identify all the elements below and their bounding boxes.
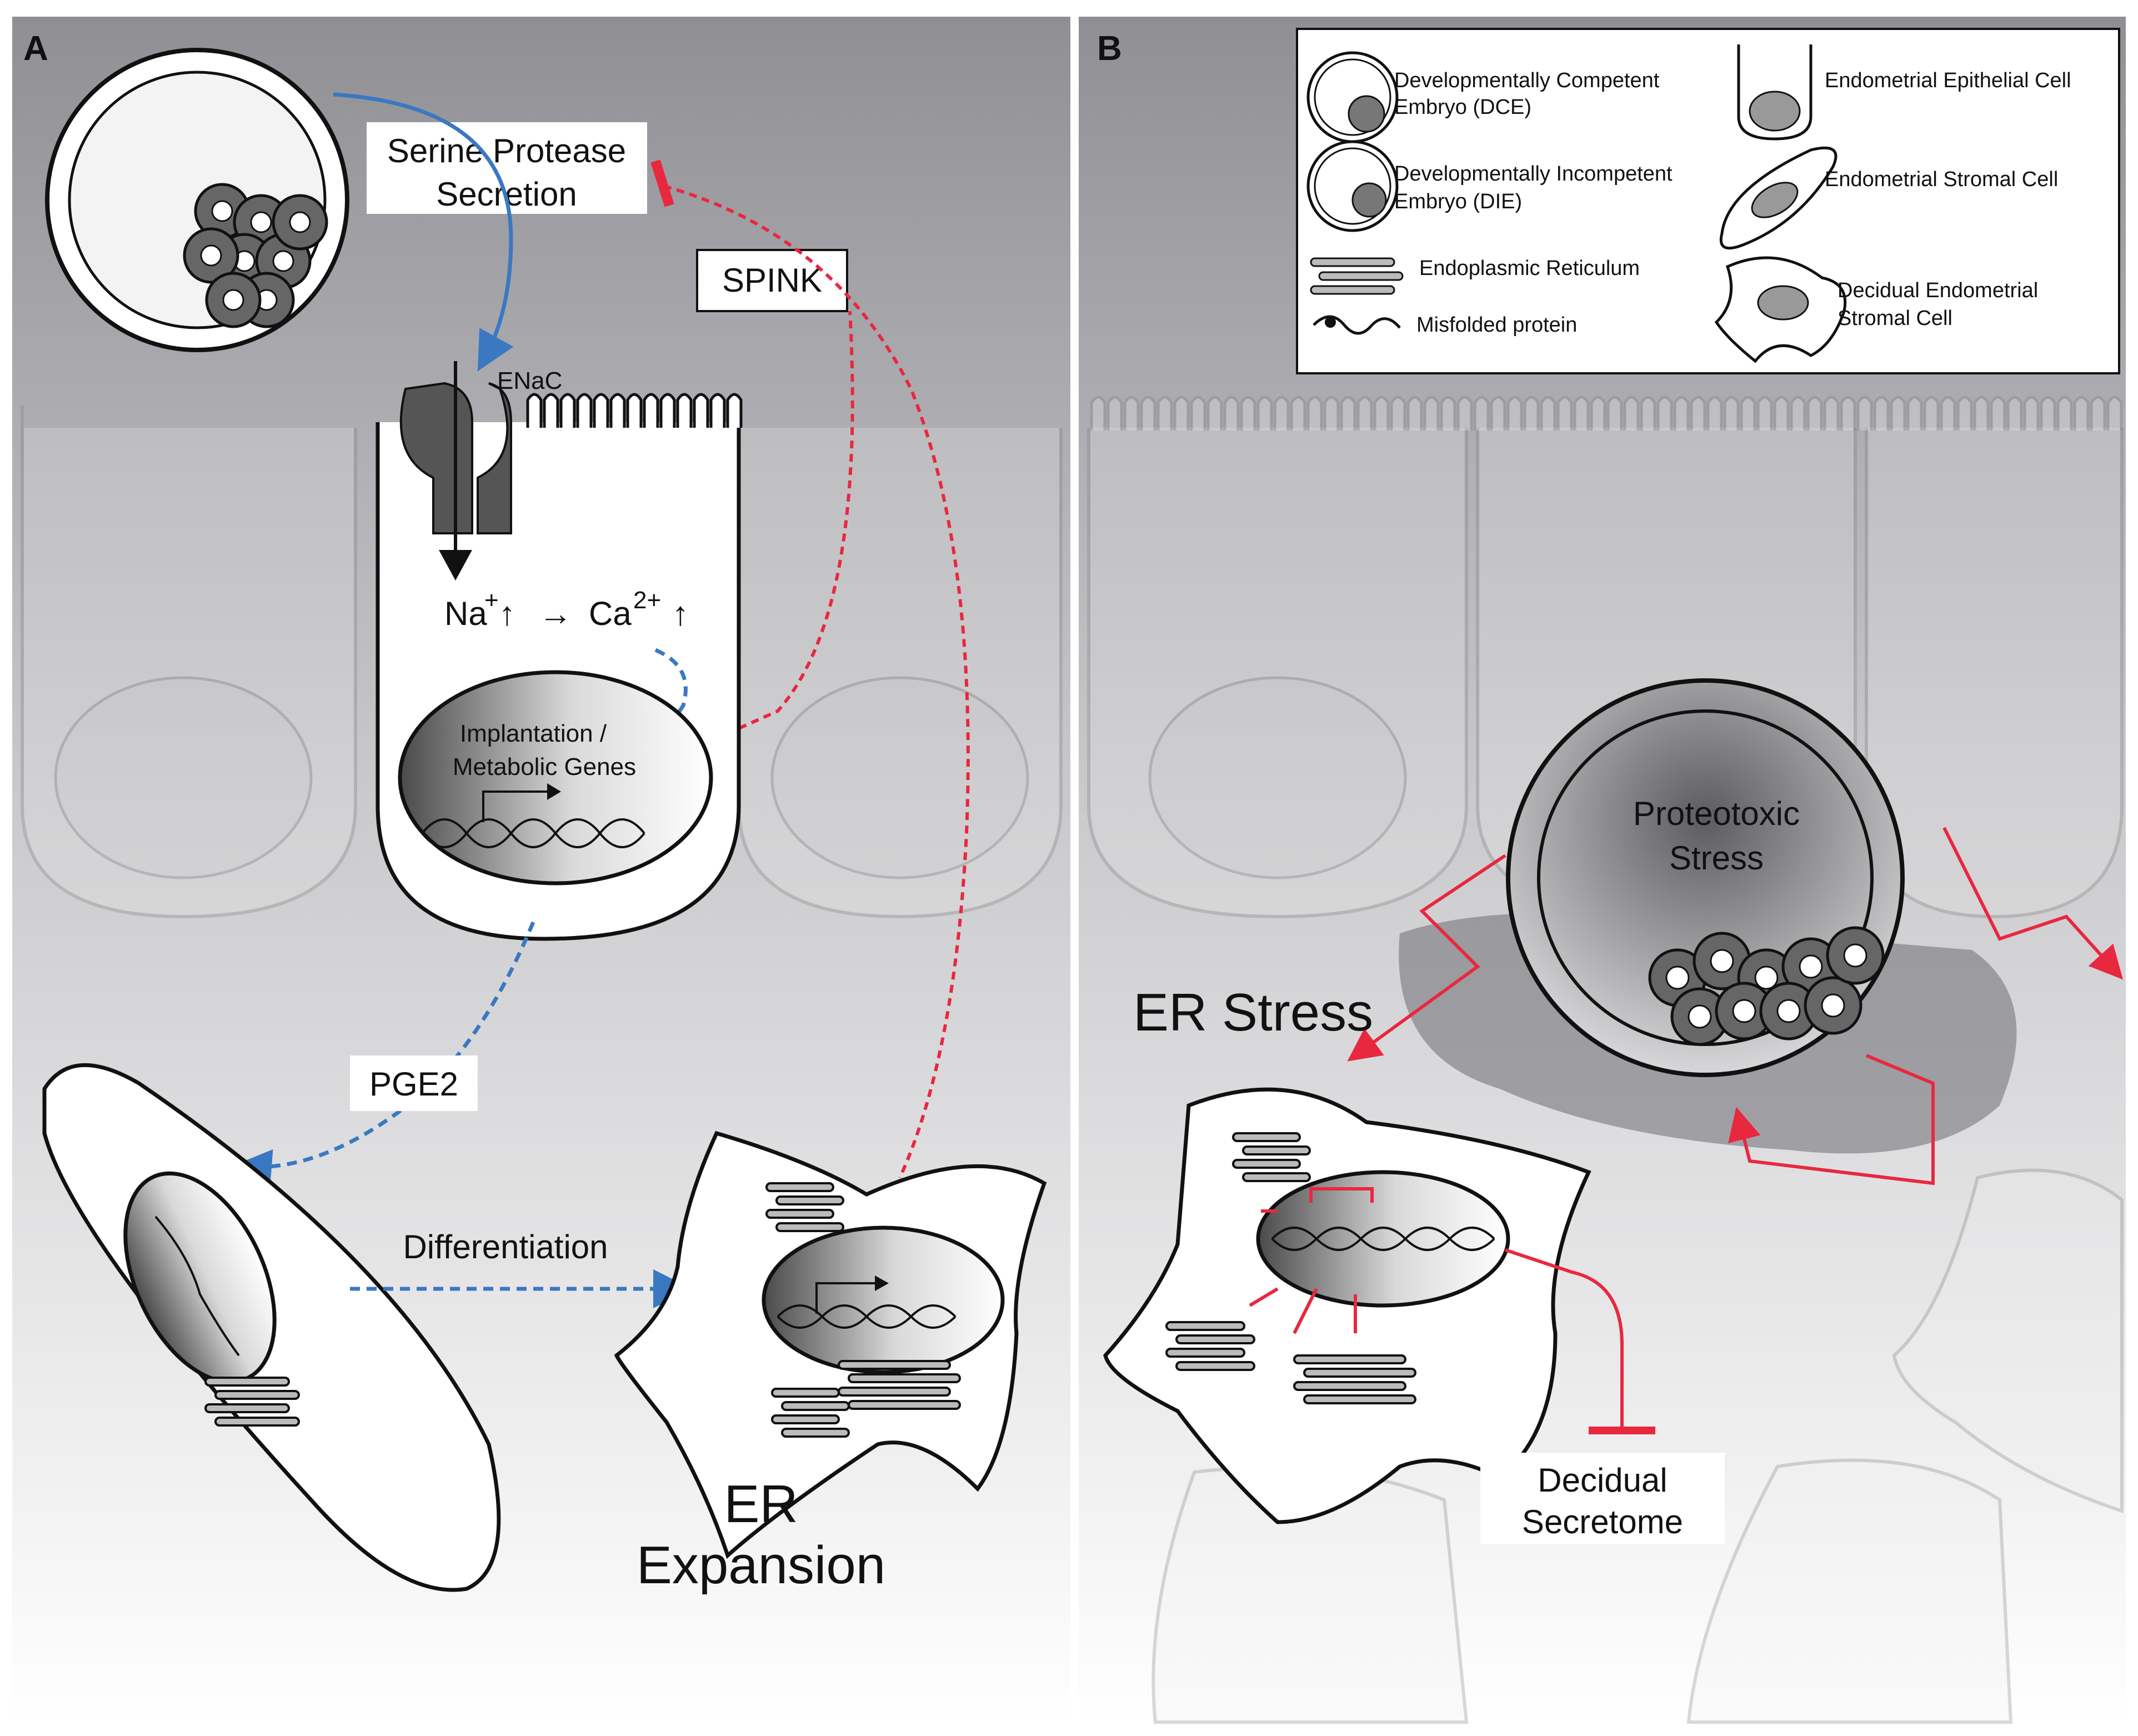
legend-stromal-icon	[1720, 146, 1837, 250]
proteotoxic-line2: Stress	[1669, 839, 1764, 877]
flux-arrow: →	[539, 595, 572, 632]
legend-die-line2: Embryo (DIE)	[1394, 190, 1522, 213]
genes-to-spink-line	[702, 311, 854, 746]
na-up-arrow: ↑	[499, 595, 515, 632]
er-stress-label: ER Stress	[1133, 983, 1373, 1042]
embryo-dce	[45, 48, 349, 352]
stressed-decidual-cell	[1103, 1087, 1591, 1524]
legend-die-icon	[1306, 140, 1399, 232]
legend-dce-line1: Developmentally Competent	[1394, 69, 1660, 92]
legend-dce-line2: Embryo (DCE)	[1394, 96, 1531, 119]
legend-decidual-line1: Decidual Endometrial	[1837, 279, 2038, 302]
legend-er-icon	[1310, 257, 1404, 295]
legend: Developmentally Competent Embryo (DCE) D…	[1296, 28, 2120, 374]
right-stress-arrow	[1942, 827, 2124, 980]
serine-protease-line1: Serine Protease	[387, 132, 626, 169]
legend-epithelial: Endometrial Epithelial Cell	[1825, 69, 2071, 92]
ion-flux: Na + ↑ → Ca 2+ ↑	[444, 587, 689, 632]
feedback-stress-arrow	[1728, 1054, 1935, 1185]
na-sup: +	[484, 587, 499, 614]
spink-box: SPINK	[696, 249, 848, 312]
er-expansion-line1: ER	[724, 1474, 798, 1534]
legend-epithelial-icon	[1737, 44, 1812, 141]
panel-a: A Serine Protease Secretion SPINK	[12, 17, 1070, 1725]
dna-helix	[421, 818, 645, 848]
spink-inhibition-bar	[650, 159, 674, 207]
ca-sup: 2+	[633, 587, 661, 614]
proteotoxic-line1: Proteotoxic	[1633, 795, 1800, 832]
er-stress-arrow	[1347, 854, 1506, 1062]
pge2-label: PGE2	[369, 1065, 458, 1103]
legend-die-line1: Developmentally Incompetent	[1394, 162, 1673, 186]
secretome-box: Decidual Secretome	[1480, 1453, 1725, 1544]
secretome-inhibition-line	[1505, 1248, 1624, 1428]
enac-label: ENaC	[497, 367, 562, 394]
genes-line1: Implantation /	[460, 720, 607, 747]
ghost-decidual-cells	[1151, 1168, 2124, 1724]
legend-decidual-icon	[1714, 256, 1847, 363]
legend-dce-icon	[1306, 51, 1399, 143]
epithelial-nucleus	[398, 670, 713, 885]
serine-protease-box: Serine Protease Secretion	[367, 122, 647, 214]
pge2-arrow	[233, 921, 535, 1188]
decidual-cell	[614, 1130, 1047, 1559]
na-label: Na	[444, 595, 487, 632]
stromal-cell	[42, 1063, 501, 1592]
spink-label: SPINK	[722, 262, 822, 299]
ca-up-arrow: ↑	[672, 595, 689, 632]
panel-a-label: A	[23, 29, 48, 68]
panel-b-label: B	[1097, 29, 1122, 68]
legend-misfolded: Misfolded protein	[1416, 313, 1577, 337]
legend-stromal: Endometrial Stromal Cell	[1825, 168, 2058, 191]
legend-decidual-line2: Stromal Cell	[1837, 307, 1952, 330]
protease-arrow	[333, 92, 514, 372]
secretome-line2: Secretome	[1522, 1503, 1683, 1540]
pge2-box: PGE2	[350, 1055, 478, 1111]
legend-er: Endoplasmic Reticulum	[1419, 257, 1640, 280]
legend-misfolded-icon	[1313, 315, 1401, 335]
embryo-die	[1506, 678, 1905, 1077]
panel-b: B Proteotoxic Stress ER Stress	[1079, 17, 2126, 1725]
secretome-line1: Decidual	[1538, 1462, 1667, 1499]
spink-feedback-line	[663, 184, 970, 1179]
epithelial-cell: ENaC Na + ↑ → Ca 2+ ↑ Implantation / Met…	[375, 361, 743, 941]
differentiation-label: Differentiation	[403, 1228, 608, 1265]
genes-line2: Metabolic Genes	[453, 753, 636, 781]
er-expansion-line2: Expansion	[637, 1535, 885, 1595]
epithelium-background	[21, 406, 1063, 919]
enac-channel	[399, 361, 512, 581]
ca-label: Ca	[589, 595, 632, 632]
